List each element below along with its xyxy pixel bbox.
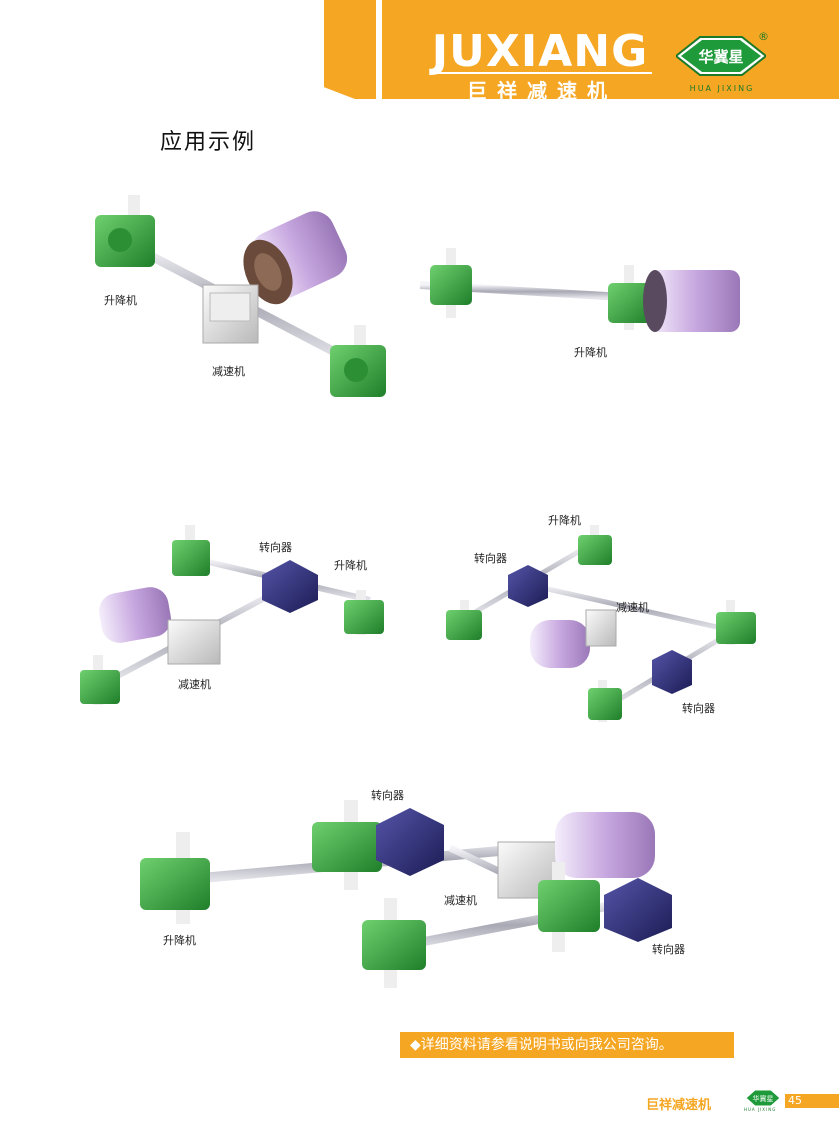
footer-logo-text: 华冀星 [753,1094,774,1103]
label-jack: 升降机 [574,345,607,359]
turner-icon [376,808,444,876]
jack-icon [344,590,384,635]
page-title: 应用示例 [160,130,257,155]
jack-icon [578,525,612,565]
motor-icon [530,620,590,668]
jack-icon [330,325,386,397]
label-turner: 转向器 [371,788,404,802]
header-divider [376,0,382,99]
turner-icon [652,650,692,694]
label-turner: 转向器 [652,942,685,956]
label-reducer: 减速机 [444,893,477,907]
figure-4 [446,525,756,722]
jack-icon [172,525,210,576]
turner-icon [262,560,318,613]
motor-icon [555,812,655,878]
label-jack: 升降机 [334,558,367,572]
footer-brand: 巨祥减速机 [646,1098,712,1113]
label-turner: 转向器 [474,551,507,565]
brand-name-cn: 巨祥减速机 [467,79,617,103]
label-jack: 升降机 [163,933,196,947]
logo-pinyin: HUA JIXING [689,84,755,93]
label-turner: 转向器 [682,701,715,715]
jack-icon [362,898,426,988]
figure-3 [80,525,384,705]
label-jack: 升降机 [548,513,581,527]
label-reducer: 减速机 [178,677,211,691]
jack-icon [446,600,482,640]
info-notice: ◆详细资料请参看说明书或向我公司咨询。 [400,1032,734,1058]
figure-1 [95,195,386,397]
turner-icon [508,565,548,607]
reducer-icon [167,619,221,665]
brand-name: JUXIANG [431,26,649,77]
jack-icon [716,600,756,645]
figure-5 [140,800,672,988]
turner-icon [604,878,672,942]
label-jack: 升降机 [104,293,137,307]
jack-icon [588,680,622,722]
logo-text: 华冀星 [698,48,743,66]
jack-icon [538,862,600,952]
jack-icon [430,248,472,318]
jack-icon [95,195,155,267]
motor-icon [643,270,740,332]
page-number: 45 [785,1094,839,1108]
jack-icon [608,265,652,330]
drive-shaft [529,582,731,633]
jack-icon [140,832,210,924]
label-turner: 转向器 [259,540,292,554]
motor-icon [99,587,171,643]
company-logo: 华冀星 [676,36,766,76]
figure-2 [419,248,740,332]
reducer-icon [585,609,617,647]
registered-mark: ® [758,30,769,43]
label-reducer: 减速机 [212,364,245,378]
footer-logo: 华冀星 [746,1090,780,1106]
jack-icon [312,800,382,890]
footer-logo-pinyin: HUA JIXING [744,1107,777,1112]
label-reducer: 减速机 [616,600,649,614]
jack-icon [80,655,120,705]
brand-underline [430,72,652,74]
reducer-icon [202,284,259,344]
